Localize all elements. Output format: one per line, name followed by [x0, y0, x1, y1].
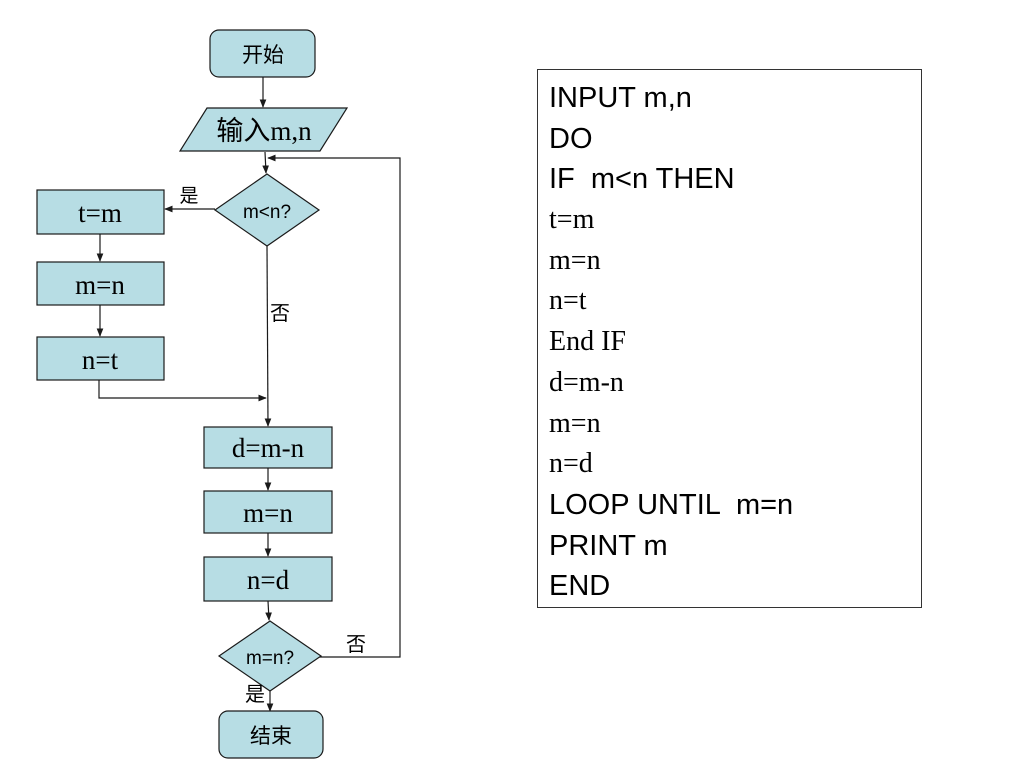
arrow-nd-to-cond2: [265, 600, 272, 621]
n-assign-label: n=t: [82, 345, 119, 375]
code-line: IF m<n THEN: [549, 163, 735, 196]
cond1-diamond: [213, 173, 321, 247]
end-terminal: [218, 710, 324, 759]
code-line: d=m-n: [549, 366, 624, 398]
arrow-input-to-cond1: [262, 151, 269, 174]
code-line: n=t: [549, 285, 587, 317]
start-terminal: [209, 29, 316, 78]
cond2-label: m=n?: [246, 648, 294, 669]
n-assign-label-2: n=d: [247, 565, 290, 595]
d-calc-box: [203, 426, 333, 469]
code-line: DO: [549, 122, 593, 155]
cond2-diamond: [217, 620, 323, 692]
input-parallelogram: [178, 107, 349, 152]
cond1-yes-label: 是: [179, 186, 198, 207]
code-panel: INPUT m,n DO IF m<n THEN t=m m=n n=t End…: [537, 69, 922, 608]
cond1-no-label: 否: [270, 303, 290, 325]
arrow-n-to-merge: [98, 380, 267, 402]
arrow-loop-back: [267, 154, 401, 658]
code-line: End IF: [549, 326, 626, 358]
cond2-yes-label: 是: [245, 684, 265, 706]
code-line: n=d: [549, 448, 593, 480]
input-label: 输入m,n: [216, 116, 312, 146]
end-label: 结束: [250, 725, 292, 748]
m-assign-box-2: [203, 490, 333, 534]
n-assign-box-2: [203, 556, 333, 602]
code-line: PRINT m: [549, 529, 668, 562]
m-assign-label: m=n: [75, 270, 125, 300]
code-line: t=m: [549, 204, 595, 236]
n-assign-box: [36, 336, 165, 381]
code-line: m=n: [549, 244, 601, 276]
cond2-no-label: 否: [346, 634, 366, 656]
m-assign-label-2: m=n: [243, 498, 293, 528]
t-assign-box: [36, 189, 165, 235]
t-assign-label: t=m: [78, 198, 122, 228]
connectors: [96, 77, 401, 712]
d-calc-label: d=m-n: [232, 433, 305, 463]
code-line: INPUT m,n: [549, 82, 692, 114]
cond1-label: m<n?: [243, 202, 291, 223]
code-line: LOOP UNTIL m=n: [549, 488, 794, 521]
arrow-cond1-no: [264, 245, 272, 427]
start-label: 开始: [242, 44, 284, 67]
m-assign-box: [36, 261, 165, 306]
code-line: END: [549, 570, 611, 603]
code-line: m=n: [549, 407, 601, 439]
